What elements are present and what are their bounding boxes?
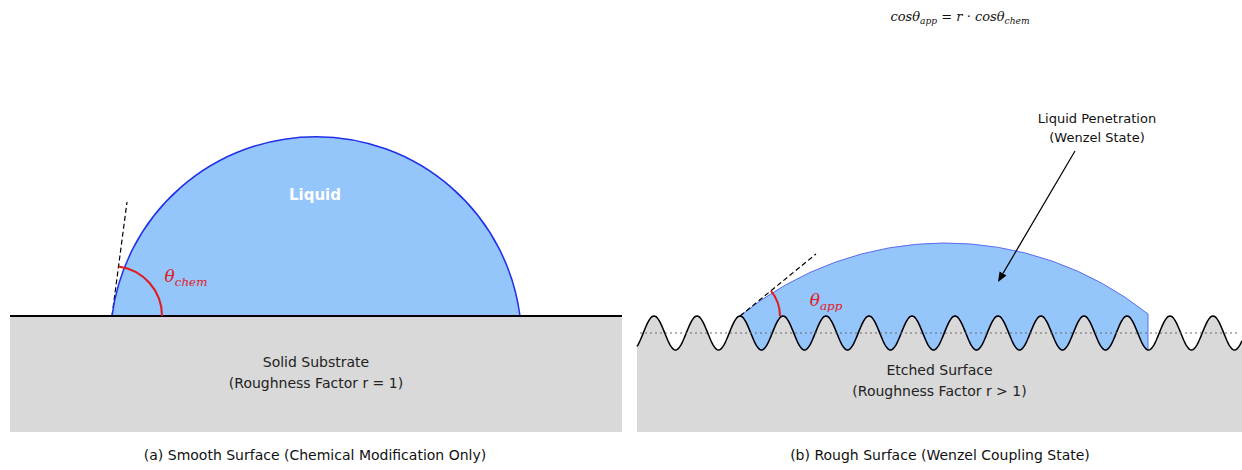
- panel-caption: (a) Smooth Surface (Chemical Modificatio…: [144, 447, 486, 463]
- tangent-line: [740, 254, 816, 316]
- leader-line: [1003, 151, 1075, 273]
- angle-arc: [119, 266, 163, 316]
- liquid-droplet: Liquid: [112, 137, 520, 316]
- angle-label: θchem: [165, 266, 208, 286]
- droplet-shape: [112, 137, 520, 316]
- arrow-head: [998, 271, 1007, 282]
- substrate-block: Solid Substrate(Roughness Factor r = 1): [10, 315, 622, 432]
- angle-arc: [771, 291, 780, 316]
- substrate-label: Solid Substrate: [263, 352, 369, 373]
- substrate-label: Etched Surface: [886, 360, 992, 381]
- mean-line: [640, 333, 1240, 334]
- formula: cosθapp = r · cosθchem: [890, 9, 1029, 24]
- rough-profile: [637, 316, 1242, 350]
- angle-label: θapp: [810, 290, 843, 310]
- callout-label: Liquid Penetration (Wenzel State): [1012, 109, 1182, 147]
- droplet-outline: [112, 137, 520, 316]
- liquid-label: Liquid: [289, 186, 341, 204]
- substrate-block: Etched Surface(Roughness Factor r > 1): [637, 316, 1242, 432]
- substrate-label: (Roughness Factor r = 1): [229, 373, 403, 394]
- substrate-label: (Roughness Factor r > 1): [852, 381, 1026, 402]
- panel-caption: (b) Rough Surface (Wenzel Coupling State…: [790, 447, 1090, 463]
